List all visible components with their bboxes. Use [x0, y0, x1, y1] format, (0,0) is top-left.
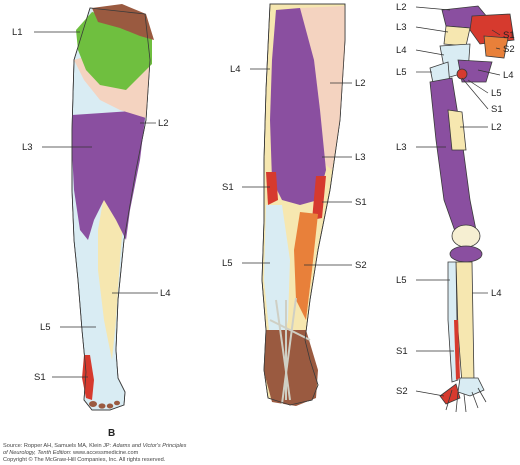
- skeleton-leader-line: [491, 29, 501, 36]
- skeleton-leader-line: [415, 6, 451, 11]
- front-zone-l4: [98, 195, 125, 360]
- back-zone-l3: [270, 8, 326, 205]
- front-dermatome-label: L3: [22, 142, 33, 153]
- back-dermatome-label: L2: [355, 78, 366, 89]
- skeleton-dermatome-label: S2: [396, 386, 408, 397]
- front-zone-l3: [72, 110, 146, 240]
- back-zone-s1-left: [266, 172, 278, 205]
- back-dermatome-label: L4: [230, 64, 241, 75]
- panel-letter: B: [108, 428, 115, 439]
- skeleton-dermatome-label: L3: [396, 22, 407, 33]
- back-zone-s2: [294, 212, 318, 320]
- skeleton-leader-line: [467, 79, 489, 94]
- anterior-leg-view: B: [71, 4, 154, 439]
- front-dermatome-label: L1: [12, 27, 23, 38]
- skeleton-leader-line: [461, 77, 489, 110]
- skeleton-dermatome-label: L5: [396, 67, 407, 78]
- skeleton-dermatome-label: L4: [491, 288, 502, 299]
- skeleton-dermatome-label: S1: [491, 104, 503, 115]
- back-dermatome-label: S2: [355, 260, 367, 271]
- pelvis-l3: [443, 25, 471, 47]
- skeleton-leader-line: [495, 47, 501, 50]
- skeleton-leader-line: [415, 26, 449, 33]
- skeleton-dermatome-label: L5: [491, 88, 502, 99]
- skeleton-dermatome-label: L2: [491, 122, 502, 133]
- back-dermatome-label: S1: [222, 182, 234, 193]
- knee-joint: [449, 245, 483, 263]
- back-foot-tendons: [269, 297, 311, 405]
- skeleton-dermatome-label: L4: [503, 70, 514, 81]
- femur-l3: [429, 77, 477, 235]
- skeleton-view: [429, 5, 515, 413]
- foot-bones: [439, 377, 487, 413]
- skeleton-dermatome-label: S2: [503, 44, 515, 55]
- back-dermatome-label: L5: [222, 258, 233, 269]
- fibula-s1: [454, 320, 460, 380]
- skeleton-dermatome-label: L5: [396, 275, 407, 286]
- back-dermatome-label: L3: [355, 152, 366, 163]
- back-zone-foot: [264, 330, 318, 406]
- skeleton-leader-line: [415, 49, 445, 56]
- back-dermatome-label: S1: [355, 197, 367, 208]
- front-toes: [89, 400, 120, 409]
- skeleton-leader-line: [477, 69, 501, 76]
- pelvis-l5-ring: [456, 68, 468, 80]
- back-zone-l2: [300, 6, 345, 170]
- posterior-leg-view: [261, 3, 346, 406]
- source-credit: Source: Ropper AH, Samuels MA, Klein JP:…: [3, 443, 186, 463]
- copyright-line: Copyright © The McGraw-Hill Companies, I…: [3, 456, 166, 463]
- femur-l2-patch: [447, 109, 467, 151]
- skeleton-leader-line: [415, 390, 445, 397]
- skeleton-dermatome-label: S1: [503, 30, 515, 41]
- front-dermatome-label: L4: [160, 288, 171, 299]
- source-line-2: of Neurology, Tenth Edition: www.accessm…: [3, 449, 139, 456]
- source-line-1: Source: Ropper AH, Samuels MA, Klein JP:…: [3, 443, 187, 449]
- skeleton-dermatome-label: S1: [396, 346, 408, 357]
- skeleton-dermatome-label: L2: [396, 2, 407, 13]
- patella: [451, 224, 481, 248]
- skeleton-dermatome-label: L3: [396, 142, 407, 153]
- pelvis-s2: [483, 35, 509, 59]
- back-zone-s1-right: [312, 176, 326, 220]
- front-dermatome-label: S1: [34, 372, 46, 383]
- skeleton-dermatome-label: L4: [396, 45, 407, 56]
- front-dermatome-label: L2: [158, 118, 169, 129]
- front-dermatome-label: L5: [40, 322, 51, 333]
